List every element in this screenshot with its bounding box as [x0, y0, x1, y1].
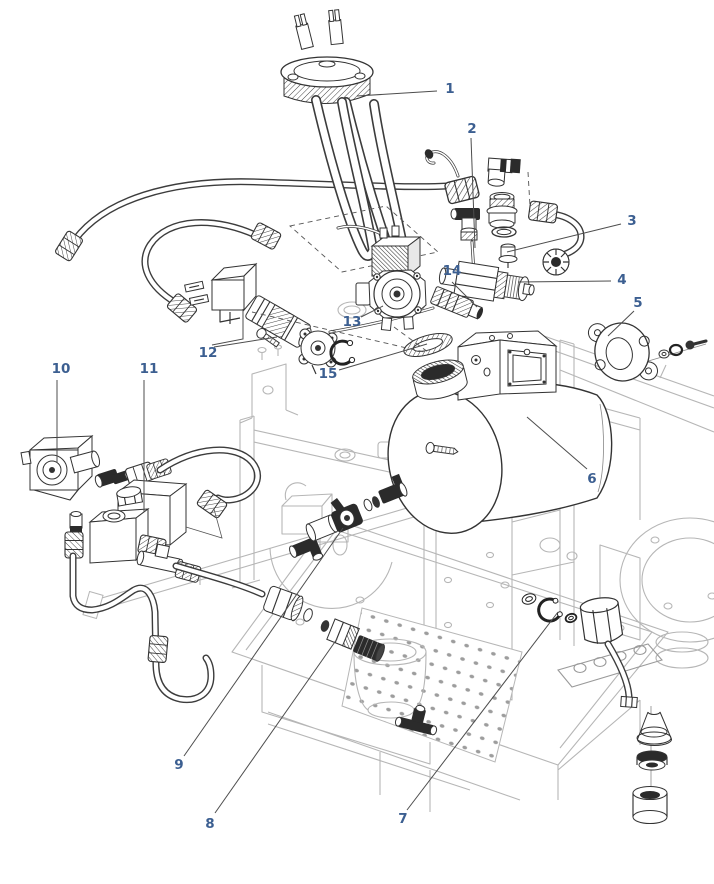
leader-line-15 — [338, 343, 428, 371]
solenoid-valve-11 — [88, 446, 262, 584]
leader-line-4 — [517, 280, 612, 283]
callout-7: 7 — [398, 811, 407, 827]
pipe-upper-left — [141, 219, 283, 324]
tip-cone — [636, 711, 672, 746]
callout-10: 10 — [52, 361, 71, 377]
callout-2: 2 — [467, 121, 476, 137]
check-valve — [330, 498, 363, 533]
leader-line-12 — [211, 309, 244, 346]
pump-screw — [256, 328, 280, 348]
snap-ring — [537, 597, 563, 623]
callout-13: 13 — [343, 314, 362, 330]
callout-14: 14 — [443, 263, 462, 279]
knurled-nut — [542, 248, 570, 276]
elbow-small — [69, 511, 83, 536]
s-pipe — [69, 552, 215, 704]
flange-part-5 — [587, 322, 708, 382]
leader-line-8 — [214, 638, 338, 814]
fitting-part-3 — [498, 243, 518, 268]
gasket-part-15 — [403, 333, 453, 357]
perforated-plate — [341, 607, 523, 763]
tip-cup — [632, 786, 668, 824]
callout-1: 1 — [445, 81, 454, 97]
phantom-panel — [289, 205, 439, 273]
callout-8: 8 — [205, 816, 214, 832]
leader-line-12 — [213, 336, 278, 348]
parts-layer — [20, 9, 708, 824]
elbow-fitting-top — [487, 157, 521, 187]
lever-fitting — [424, 149, 481, 205]
steam-outlet-group — [521, 593, 672, 824]
leader-line-13 — [360, 305, 384, 318]
safety-valve — [438, 260, 535, 302]
callout-11: 11 — [140, 361, 159, 377]
leader-line-6 — [526, 416, 588, 470]
pipe-top-long — [53, 149, 481, 263]
solenoid-valve-13 — [336, 224, 427, 332]
pump-assembly-12 — [184, 262, 425, 375]
fitting-chain-8 — [172, 562, 385, 662]
boiler-neck — [412, 359, 468, 400]
circlip — [329, 339, 356, 366]
union-nut — [263, 585, 304, 622]
leader-line-14 — [451, 281, 478, 308]
callout-9: 9 — [174, 757, 183, 773]
o-ring — [491, 226, 517, 238]
callout-5: 5 — [633, 295, 642, 311]
solenoid-valve-10 — [20, 434, 173, 559]
callout-6: 6 — [587, 471, 596, 487]
leader-line-3 — [506, 223, 622, 253]
leader-line-5 — [607, 310, 635, 337]
boiler — [387, 330, 613, 534]
tee-connector — [394, 704, 438, 736]
boiler-screw — [425, 441, 459, 455]
four-hole-block — [557, 643, 663, 688]
fitting-chain-9 — [289, 473, 408, 561]
big-nut — [579, 597, 624, 644]
callout-3: 3 — [627, 213, 636, 229]
tip-rings — [636, 750, 668, 771]
hex-bolt — [116, 486, 144, 507]
callout-15: 15 — [319, 366, 338, 382]
leader-line-2 — [470, 137, 476, 249]
callout-4: 4 — [617, 272, 626, 288]
spade-terminals — [184, 280, 210, 306]
callout-12: 12 — [199, 345, 218, 361]
leader-line-1 — [356, 90, 438, 97]
leader-line-7 — [406, 611, 559, 811]
vacuum-breaker-group — [486, 157, 585, 276]
leader-line-9 — [183, 527, 344, 757]
